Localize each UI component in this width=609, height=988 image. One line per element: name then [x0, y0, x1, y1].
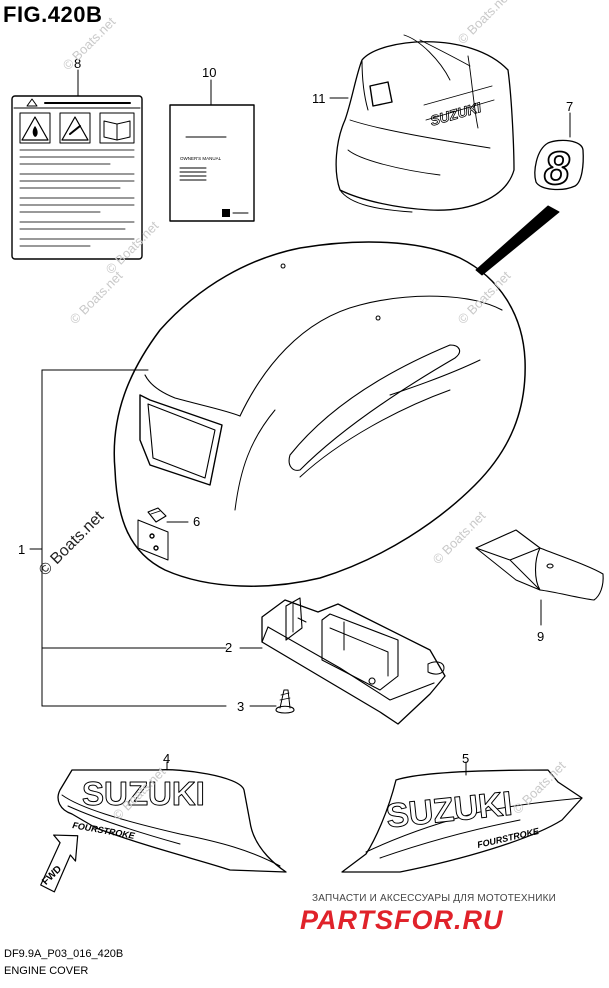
bag-suzuki-text: SUZUKI [428, 99, 484, 129]
diagram-caption: ENGINE COVER [4, 965, 89, 977]
left-fourstroke-text: FOURSTROKE [72, 820, 137, 841]
callout-5[interactable]: 5 [462, 751, 469, 766]
callout-2[interactable]: 2 [225, 640, 232, 655]
fwd-arrow-icon [40, 834, 79, 893]
left-suzuki-text: SUZUKI [82, 775, 205, 812]
figure-title: FIG.420B [3, 2, 103, 27]
tray-part[interactable] [261, 597, 446, 725]
callout-6[interactable]: 6 [193, 514, 200, 529]
right-suzuki-text: SUZUKI [384, 785, 514, 836]
callout-7[interactable]: 7 [566, 99, 573, 114]
callout-8[interactable]: 8 [74, 56, 81, 71]
brand-tagline: ЗАПЧАСТИ И АКСЕССУАРЫ ДЛЯ МОТОТЕХНИКИ [312, 893, 557, 904]
right-side-decal-part[interactable] [341, 769, 583, 873]
leader-lines [29, 369, 277, 707]
callout-9[interactable]: 9 [537, 629, 544, 644]
screw-part[interactable] [275, 689, 295, 714]
callout-1[interactable]: 1 [18, 542, 25, 557]
owners-manual-part[interactable] [169, 104, 255, 222]
right-fourstroke-text: FOURSTROKE [476, 826, 541, 850]
callout-11[interactable]: 11 [312, 91, 326, 106]
pad-part[interactable] [475, 529, 604, 601]
callout-10[interactable]: 10 [202, 65, 216, 80]
clip-part[interactable] [147, 507, 167, 523]
number-decal-part[interactable] [534, 139, 584, 191]
brand-logo[interactable]: PARTSFOR.RU [300, 905, 504, 935]
callout-3[interactable]: 3 [237, 699, 244, 714]
cover-bag-part[interactable] [335, 34, 515, 213]
left-side-decal-part[interactable] [57, 769, 287, 873]
decal-number-text: 8 [544, 142, 570, 194]
warning-label-part[interactable] [11, 95, 143, 260]
engine-cover-part[interactable] [113, 241, 526, 587]
manual-label: OWNER'S MANUAL [180, 156, 222, 161]
callout-4[interactable]: 4 [163, 751, 170, 766]
diagram-code: DF9.9A_P03_016_420B [4, 948, 124, 960]
